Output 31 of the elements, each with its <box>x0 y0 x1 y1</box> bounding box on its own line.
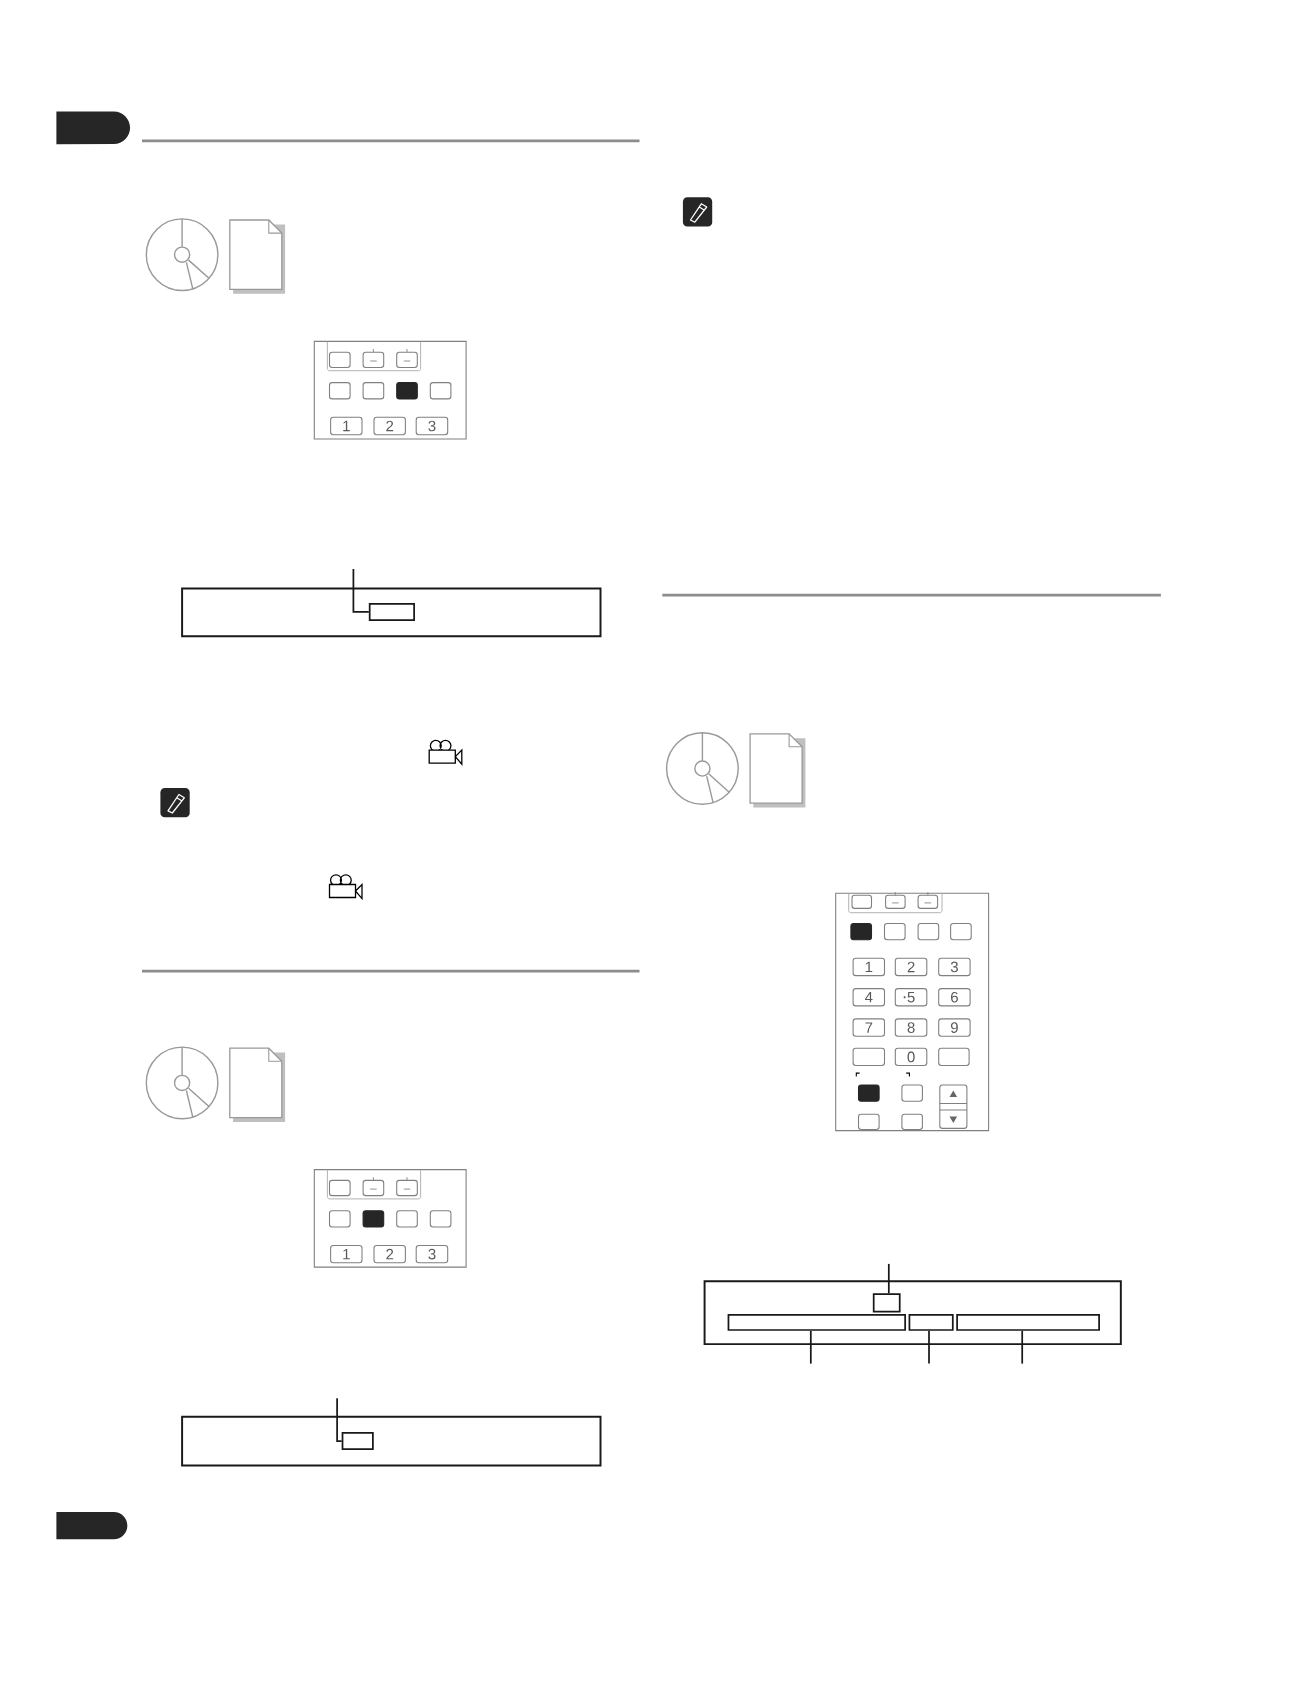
leader-line <box>1021 1330 1024 1365</box>
display-segment <box>341 1432 374 1451</box>
keypad-button: 0 <box>894 1047 928 1067</box>
display-segment <box>956 1313 1100 1331</box>
keypad-button: 3 <box>415 1244 449 1264</box>
keypad-button: 5 <box>894 988 928 1007</box>
display-panel <box>181 587 602 638</box>
display-segment <box>368 602 415 621</box>
keypad-button: 4 <box>852 988 886 1007</box>
keypad-button: 8 <box>894 1018 928 1037</box>
keypad-button: 9 <box>938 1018 971 1037</box>
display-segment <box>727 1313 906 1331</box>
keypad-button: 3 <box>415 416 449 436</box>
display-panel <box>181 1415 602 1467</box>
leader-line <box>809 1330 812 1365</box>
leader-line <box>887 1263 890 1295</box>
leader-line <box>336 1397 343 1442</box>
keypad-button: 7 <box>852 1018 886 1037</box>
display-segment <box>908 1313 954 1331</box>
keypad-button: 2 <box>373 1244 406 1264</box>
leader-line <box>352 568 370 613</box>
keypad-button: 3 <box>938 957 971 977</box>
keypad-button: 2 <box>373 416 406 436</box>
display-segment <box>872 1293 901 1313</box>
display-panel <box>703 1280 1122 1346</box>
keypad-button: 6 <box>938 988 971 1007</box>
keypad-button: 2 <box>894 957 928 977</box>
keypad-button: 1 <box>330 1244 363 1264</box>
keypad-button: 1 <box>852 957 886 977</box>
leader-line <box>928 1330 930 1365</box>
keypad-button: 1 <box>330 416 363 436</box>
